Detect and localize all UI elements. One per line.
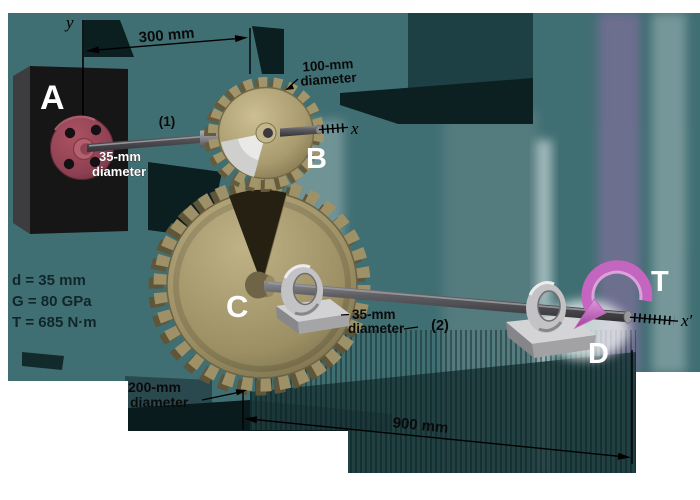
- bearing-2-shadow: [538, 321, 563, 333]
- given-data-block: d = 35 mm G = 80 GPa T = 685 N·m: [12, 272, 97, 331]
- wall-side-face: [13, 66, 30, 234]
- x-prime-axis-line: [629, 316, 679, 322]
- dimension-900mm: 900 mm: [242, 350, 633, 464]
- base-front: [532, 335, 596, 358]
- flange-highlight: [54, 115, 96, 131]
- bolt-hole: [90, 124, 102, 136]
- shaft-1-right-segment: [280, 125, 319, 137]
- bearing-2: [526, 281, 567, 333]
- y-axis-label: y: [64, 13, 74, 32]
- gearC-diameter-line2: diameter: [130, 394, 189, 410]
- x-axis: x: [318, 119, 359, 138]
- hub-back: [245, 271, 271, 299]
- bearing-1-ring: [281, 266, 324, 316]
- label-shaft2-diameter: 35-mm diameter: [340, 307, 419, 336]
- leader-dash-left: [340, 313, 350, 316]
- gearC-diameter-line1: 200-mm: [128, 379, 181, 395]
- node-label-C: C: [226, 289, 248, 324]
- label-gearB-diameter: 100-mm diameter: [300, 56, 358, 89]
- gear-B-bore: [263, 128, 273, 138]
- shaft1-diameter-line2: diameter: [92, 164, 146, 179]
- bearing-2-bore-rim: [537, 290, 561, 322]
- dimension-line: [254, 418, 620, 457]
- given-line-3: T = 685 N·m: [12, 314, 97, 331]
- gear-C-cutaway-wedge: [229, 189, 287, 285]
- bolt-hole: [63, 158, 75, 170]
- shadow-extension: [252, 26, 284, 74]
- node-label-A: A: [40, 79, 65, 117]
- dimension-300mm: 300 mm: [86, 25, 251, 74]
- gearB-diameter-line1: 100-mm: [302, 56, 354, 75]
- streak-band-pale: [652, 13, 686, 373]
- torque-arrow-highlight: [591, 270, 643, 311]
- base-side: [276, 306, 299, 334]
- bolt-hole: [89, 156, 101, 168]
- bearing-1-bore-rim: [292, 272, 318, 306]
- bolt-hole: [64, 127, 76, 139]
- arrowhead-left: [86, 46, 100, 54]
- leader-dash-right: [403, 326, 419, 330]
- x-prime-axis-label: x′: [680, 311, 693, 330]
- label-gearC-diameter: 200-mm diameter: [128, 379, 247, 410]
- shaft1-diameter-line1: 35-mm: [99, 149, 141, 164]
- shaft2-diameter-line2: diameter: [348, 321, 405, 336]
- arrowhead-right: [617, 452, 631, 460]
- gear-C-wedge-edge: [261, 192, 288, 286]
- leader-gearB-arrowhead: [285, 84, 294, 90]
- given-line-1: d = 35 mm: [12, 272, 86, 289]
- label-shaft2-id: (2): [431, 318, 449, 334]
- bearing-1-shadow: [294, 303, 320, 316]
- base-side: [506, 322, 534, 358]
- dimension-900mm-text: 900 mm: [392, 414, 449, 436]
- arrowhead-left: [244, 416, 258, 424]
- shaft2-diameter-line1: 35-mm: [352, 307, 396, 322]
- node-label-B: B: [306, 143, 327, 175]
- x-axis-line: [318, 126, 349, 131]
- bearing-2-base: [506, 315, 596, 358]
- label-shaft1-id: (1): [159, 114, 176, 129]
- x-prime-axis: x′: [629, 311, 693, 330]
- torque-arrowhead: [573, 298, 607, 330]
- bearing-2-highlight: [528, 281, 555, 296]
- torque-arrow-ribbon: [581, 260, 653, 317]
- bearing-2-ring: [526, 283, 567, 333]
- dimension-300mm-text: 300 mm: [138, 25, 195, 47]
- x-axis-label: x: [350, 119, 359, 138]
- base-front: [298, 314, 350, 334]
- dimension-line: [96, 38, 237, 51]
- torque-arrow: [573, 260, 653, 330]
- node-label-D: D: [588, 338, 609, 370]
- label-shaft1-diameter: 35-mm diameter: [92, 149, 147, 180]
- bearing-1-highlight: [283, 264, 311, 279]
- gear-B: [204, 77, 324, 192]
- torque-label-T: T: [651, 266, 669, 298]
- given-line-2: G = 80 GPa: [12, 293, 92, 310]
- bearing-1: [281, 264, 324, 316]
- leader-gearC: [201, 391, 239, 401]
- shadow-below-wall: [22, 352, 64, 370]
- leader-gearC-arrowhead: [235, 389, 247, 396]
- gearB-diameter-line2: diameter: [300, 70, 358, 89]
- flange: [50, 115, 114, 180]
- shadow-behind-gearB: [340, 78, 533, 124]
- arrowhead-right: [234, 35, 248, 43]
